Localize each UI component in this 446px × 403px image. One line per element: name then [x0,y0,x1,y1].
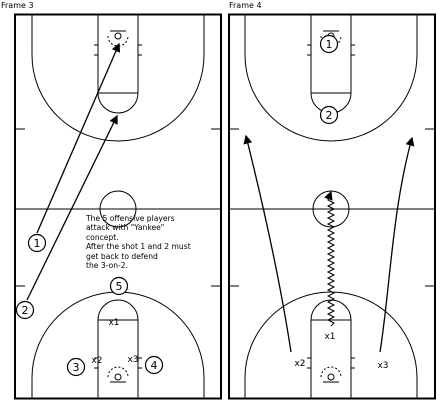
note-line: the 3-on-2. [86,261,129,271]
player-circle [319,105,339,125]
player-1: 1 [319,34,339,54]
paint-top [97,14,139,94]
player-label: 3 [73,361,80,374]
defender-x1: x1 [324,332,335,342]
player-circle [319,34,339,54]
player-label: 2 [22,304,29,317]
note-line: get back to defend [86,251,158,261]
defender-x2: x2 [294,359,305,369]
note-line: concept. [86,232,119,242]
defender-x3: x3 [127,355,138,365]
player-label: 2 [326,109,333,122]
defender-x3: x3 [377,361,388,371]
player-2: 2 [15,300,35,320]
cut-arrow-player-1 [36,42,121,234]
sprint-arrow-x3 [379,136,415,353]
restricted-arc-top [107,35,129,47]
center-circle [99,190,137,228]
dribble-arrow-x1 [324,190,336,327]
cut-arrow-player-2 [26,114,118,301]
free-throw-circle-top [97,92,139,114]
rim-bottom [114,373,122,381]
play-description-note: The 5 offensive players attack with "Yan… [86,214,226,270]
rim-top [114,32,122,40]
free-throw-circle-bottom [97,299,139,321]
defender-x2: x2 [91,356,102,366]
court-boundary [14,13,222,400]
player-label: 1 [34,237,41,250]
note-line: attack with "Yankee" [86,223,165,233]
restricted-arc-bottom [107,366,129,378]
paint-top [310,14,352,94]
paint-bottom [97,319,139,399]
player-5: 5 [109,276,129,296]
player-2: 2 [319,105,339,125]
player-1: 1 [27,233,47,253]
note-line: The 5 offensive players [86,214,175,223]
restricted-arc-bottom [320,366,342,378]
rim-bottom [327,373,335,381]
note-line: After the shot 1 and 2 must [86,242,191,252]
three-point-arc-top [244,15,418,142]
player-circle [66,357,86,377]
player-4: 4 [144,355,164,375]
paint-bottom [310,319,352,399]
player-label: 1 [326,38,333,51]
defender-x1: x1 [108,318,119,328]
court-frame-4 [228,13,436,400]
player-label: 4 [151,359,158,372]
three-point-arc-top [31,15,205,142]
three-point-arc-bottom [244,291,418,398]
court-frame-3 [14,13,222,400]
player-3: 3 [66,357,86,377]
player-label: 5 [116,280,123,293]
player-circle [109,276,129,296]
frame-4-title: Frame 4 [229,1,262,10]
frame-3-title: Frame 3 [1,1,34,10]
player-circle [27,233,47,253]
sprint-arrow-x2 [243,134,292,353]
player-circle [15,300,35,320]
player-circle [144,355,164,375]
